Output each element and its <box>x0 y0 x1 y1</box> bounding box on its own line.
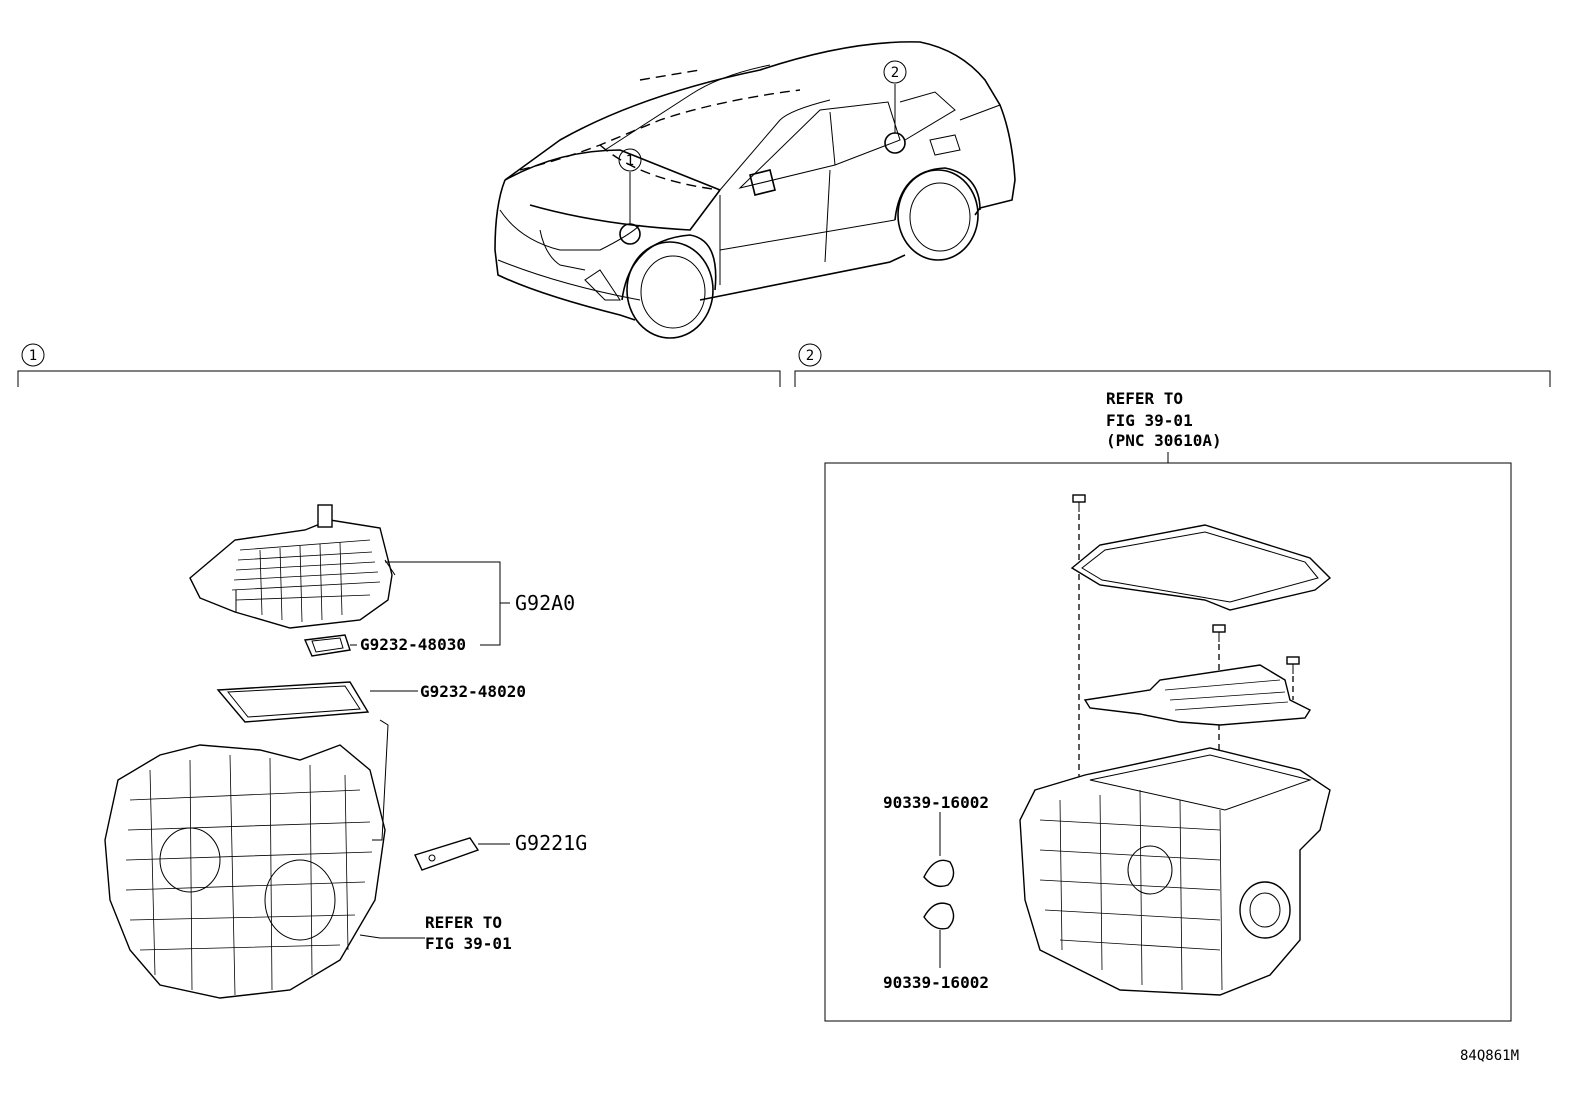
refer-right-line1: REFER TO <box>1106 389 1183 408</box>
section-1-marker-circle <box>21 343 45 367</box>
vehicle-illustration: 1 2 <box>494 41 1016 339</box>
refer-right-line3: (PNC 30610A) <box>1106 431 1222 450</box>
part-label-g92a0: G92A0 <box>515 591 575 615</box>
part-label-plug-bottom: 90339-16002 <box>883 973 989 992</box>
location-marker-1 <box>619 223 641 245</box>
location-marker-2 <box>884 132 906 154</box>
callout-circle-2 <box>883 60 907 84</box>
bolt-3 <box>1286 656 1300 674</box>
cover-plate <box>1070 524 1332 611</box>
figure-id: 84Q861M <box>1460 1048 1519 1064</box>
section-1-marker: 1 <box>29 348 37 364</box>
plug-bottom <box>923 902 955 930</box>
section-2-marker: 2 <box>806 348 814 364</box>
callout-label-1: 1 <box>626 153 634 169</box>
bolt-1 <box>1072 494 1086 512</box>
assembly-frame <box>824 462 1512 1022</box>
refer-left-line2: FIG 39-01 <box>425 934 512 953</box>
plug-top <box>923 859 955 888</box>
gasket-large <box>216 681 370 723</box>
bolt-2 <box>1212 624 1226 642</box>
refer-right-line2: FIG 39-01 <box>1106 411 1193 430</box>
callout-circle-1 <box>618 148 642 172</box>
section-2-marker-circle <box>798 343 822 367</box>
section-1-bracket <box>17 370 781 387</box>
gasket-small <box>303 634 351 657</box>
small-cover <box>414 837 480 871</box>
bracket-plate <box>1083 664 1312 726</box>
inverter-assembly <box>189 504 396 629</box>
transaxle-assembly-left <box>104 719 389 999</box>
part-label-g9232-48020: G9232-48020 <box>420 682 526 701</box>
section-2: 2 REFER TO FIG 39-01 (PNC 30610A) <box>794 343 1551 1022</box>
transaxle-assembly-right <box>1019 747 1331 996</box>
section-1: 1 <box>17 343 781 999</box>
section-2-bracket <box>794 370 1551 387</box>
part-label-plug-top: 90339-16002 <box>883 793 989 812</box>
part-label-g9232-48030: G9232-48030 <box>360 635 466 654</box>
part-label-g9221g: G9221G <box>515 831 587 855</box>
refer-left-line1: REFER TO <box>425 913 502 932</box>
callout-label-2: 2 <box>891 65 899 81</box>
